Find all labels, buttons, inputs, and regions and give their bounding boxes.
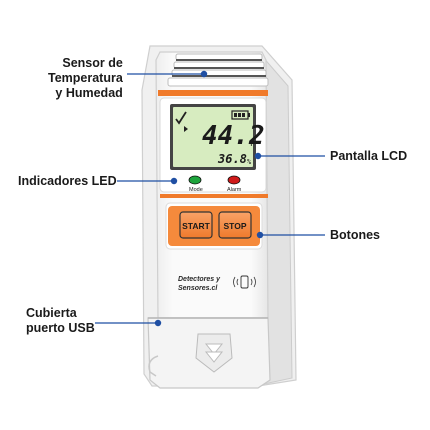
nfc-phone-icon xyxy=(233,275,256,289)
label-usb: Cubierta puerto USB xyxy=(26,306,95,336)
led-alarm-label: Alarm xyxy=(227,187,242,193)
stop-button-label: STOP xyxy=(224,221,247,231)
label-led: Indicadores LED xyxy=(18,174,117,188)
arrow-down-icon xyxy=(195,333,233,373)
label-sensor-line3: y Humedad xyxy=(55,86,123,100)
label-buttons: Botones xyxy=(330,228,380,242)
temperature-unit: F xyxy=(250,139,255,148)
stop-button[interactable]: STOP xyxy=(218,211,252,239)
mode-led-icon xyxy=(188,175,202,185)
orange-band-top xyxy=(158,90,268,96)
label-sensor: Sensor de Temperatura y Humedad xyxy=(48,56,123,101)
humidity-unit: % xyxy=(247,158,252,166)
label-usb-line1: Cubierta xyxy=(26,306,77,320)
orange-band-middle xyxy=(160,194,268,198)
callout-lines xyxy=(95,70,325,327)
indicator-triangle-icon xyxy=(184,126,188,132)
start-button[interactable]: START xyxy=(179,211,213,239)
alarm-led-icon xyxy=(227,175,241,185)
label-sensor-line1: Sensor de xyxy=(62,56,123,70)
label-usb-line2: puerto USB xyxy=(26,321,95,335)
clip-hook xyxy=(148,355,159,377)
battery-icon xyxy=(231,110,250,120)
humidity-reading: 36.8 xyxy=(217,152,247,166)
brand-line2: Sensores.cl xyxy=(178,285,218,292)
lcd-screen xyxy=(173,107,253,167)
label-lcd: Pantalla LCD xyxy=(330,149,408,163)
label-sensor-line2: Temperatura xyxy=(48,71,123,85)
sensor-vents xyxy=(167,53,269,87)
temperature-reading: 44.2 xyxy=(202,121,265,151)
brand-line1: Detectores y xyxy=(178,276,221,283)
start-button-label: START xyxy=(182,221,211,231)
led-mode-label: Mode xyxy=(189,187,203,193)
checkmark-icon xyxy=(175,111,187,125)
